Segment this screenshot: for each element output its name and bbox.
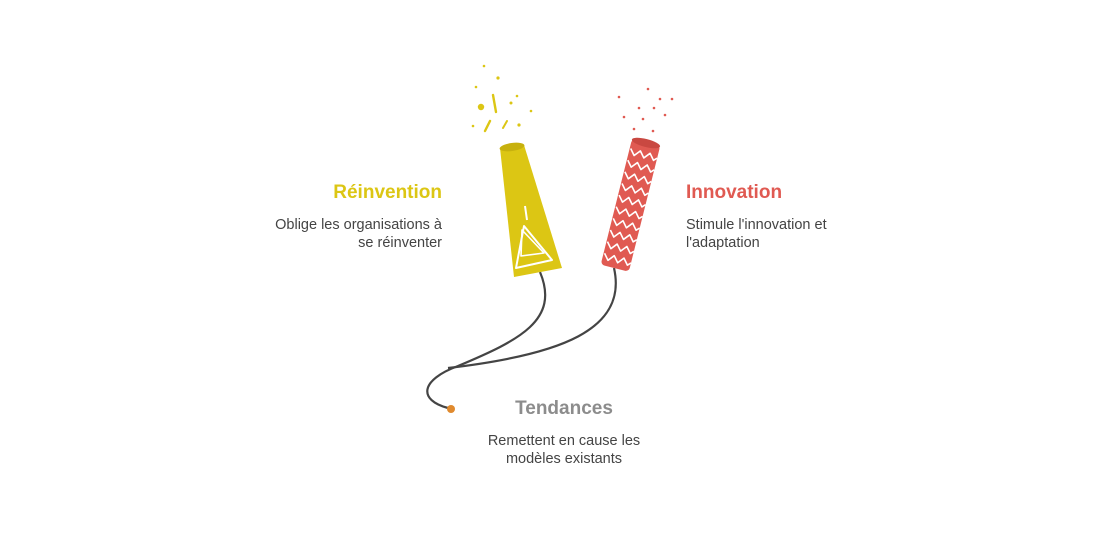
innovation-description-line-2: l'adaptation [686,235,760,251]
innovation-title: Innovation [686,182,783,203]
spark-dot-icon [447,405,455,413]
fuse-line-reinvention [426,271,547,410]
tendances-description-line-1: Remettent en cause les [487,433,641,449]
tendances-title: Tendances [515,398,613,419]
reinvention-title: Réinvention [333,182,442,203]
party-popper-icon [471,64,562,277]
innovation-description-line-1: Stimule l'innovation et [686,217,827,233]
tendances-description: Remettent en cause les modèles existants [464,432,664,468]
fuse-line-innovation [447,267,617,370]
reinvention-description: Oblige les organisations à se réinventer [242,216,442,252]
reinvention-description-line-2: se réinventer [358,235,442,251]
firecracker-icon [601,87,674,271]
innovation-description: Stimule l'innovation et l'adaptation [686,216,856,252]
tendances-description-line-2: modèles existants [505,451,623,467]
reinvention-description-line-1: Oblige les organisations à [275,217,442,233]
